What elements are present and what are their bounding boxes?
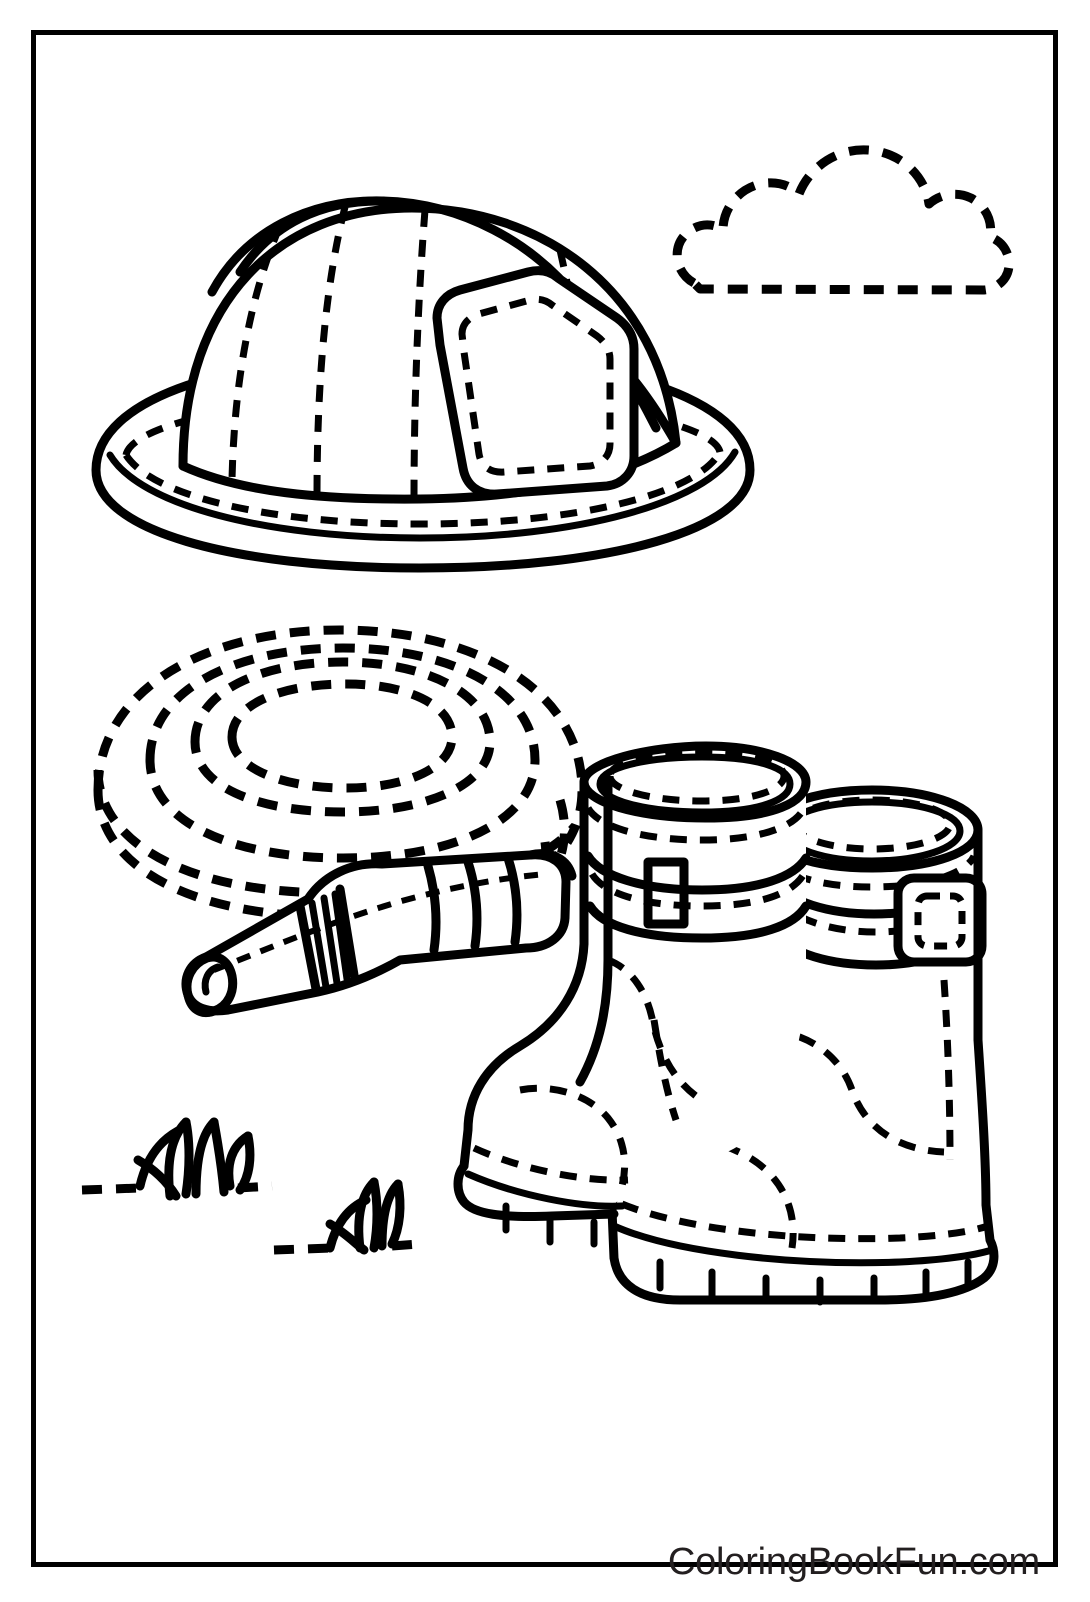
grass-tuft-large [81, 1117, 273, 1201]
cloud-shape [672, 145, 1014, 295]
firefighter-helmet [91, 196, 755, 573]
watermark-coloringbookfun: ColoringBookFun.com [667, 1541, 1040, 1583]
left-boot [453, 741, 811, 1248]
hose-nozzle [181, 849, 577, 1018]
grass-tuft-small [273, 1177, 419, 1255]
